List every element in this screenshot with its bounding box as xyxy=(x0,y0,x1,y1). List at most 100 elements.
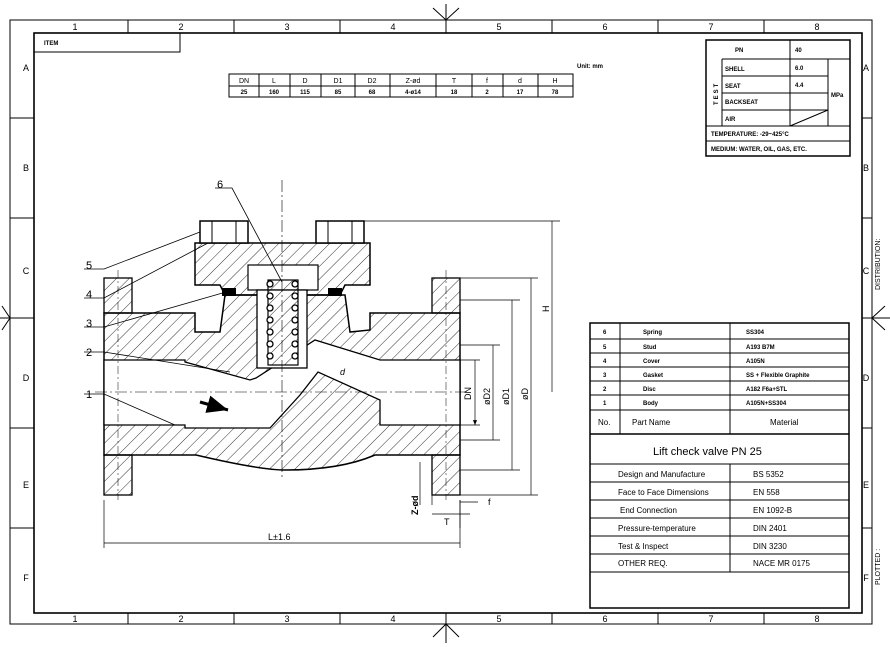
row-label: B xyxy=(23,163,29,173)
test-table-text: PN 40 SHELL 6.0 SEAT 4.4 BACKSEAT AIR MP… xyxy=(711,48,844,153)
part-material: A193 B7M xyxy=(746,345,775,351)
row-label: D xyxy=(23,373,30,383)
part-name: Cover xyxy=(643,359,661,365)
parts-list-text: 6 Spring SS304 5 Stud A193 B7M 4 Cover A… xyxy=(603,330,810,407)
callout-1: 1 xyxy=(86,389,92,401)
callout-4: 4 xyxy=(86,289,92,301)
row-label: D xyxy=(863,373,870,383)
dim-header: T xyxy=(452,78,457,85)
col-label: 2 xyxy=(178,614,183,624)
dimension-table-grid xyxy=(228,73,574,98)
standard-label: Pressure-temperature xyxy=(618,524,696,533)
inner-frame xyxy=(33,32,863,614)
standards-text: Design and Manufacture BS 5352 Face to F… xyxy=(618,470,810,568)
col-label: 3 xyxy=(284,614,289,624)
d-label: øD xyxy=(520,388,530,400)
test-row-value: 4.4 xyxy=(795,83,804,89)
dim-header: Z-ød xyxy=(406,78,421,85)
part-material: SS304 xyxy=(746,330,765,336)
col-label: 8 xyxy=(814,22,819,32)
standard-label: OTHER REQ. xyxy=(618,559,668,568)
spring xyxy=(266,280,299,360)
d2-label: øD2 xyxy=(482,388,492,405)
part-material: A105N xyxy=(746,359,765,365)
flow-arrow xyxy=(199,395,229,413)
dim-value: 115 xyxy=(300,90,310,96)
dim-value: 85 xyxy=(335,90,342,96)
test-row-name: SHELL xyxy=(725,67,745,73)
dim-header: d xyxy=(518,78,522,85)
dim-header: D xyxy=(302,78,307,85)
item-box xyxy=(34,33,181,53)
callout-2: 2 xyxy=(86,347,92,359)
row-label: F xyxy=(23,573,29,583)
d1-label: øD1 xyxy=(501,388,511,405)
l-label: L±1.6 xyxy=(268,532,290,542)
bore-d-label: d xyxy=(340,367,346,377)
dim-header: D2 xyxy=(368,78,377,85)
standard-label: Test & Inspect xyxy=(618,542,669,551)
callout-3: 3 xyxy=(86,318,92,330)
test-vertical-label: TEST xyxy=(714,82,720,105)
row-label: C xyxy=(863,266,870,276)
col-label: 5 xyxy=(496,614,501,624)
dimension-labels: DN øD2 øD1 øD H Z-ød f T L±1.6 d xyxy=(268,306,551,543)
test-table xyxy=(705,39,851,157)
col-label: 1 xyxy=(72,614,77,624)
distribution-label: DISTRIBUTION: xyxy=(875,239,882,290)
col-label: 4 xyxy=(390,614,395,624)
medium: MEDIUM: WATER, OIL, GAS, ETC. xyxy=(711,147,807,153)
callout-5: 5 xyxy=(86,260,92,272)
col-label: 4 xyxy=(390,22,395,32)
test-unit: MPa xyxy=(831,93,844,99)
part-no: 4 xyxy=(603,359,607,365)
dim-value: 68 xyxy=(369,90,376,96)
h-label: H xyxy=(541,306,551,313)
standard-value: EN 1092-B xyxy=(753,506,792,515)
standard-label: Design and Manufacture xyxy=(618,470,706,479)
row-label: F xyxy=(863,573,869,583)
stud-nut-right xyxy=(315,220,365,244)
dimension-table-values: 25 160 115 85 68 4-ø14 18 2 17 78 xyxy=(241,90,559,96)
dim-value: 17 xyxy=(517,90,524,96)
row-label: B xyxy=(863,163,869,173)
unit-label: Unit: mm xyxy=(577,64,603,70)
standard-value: BS 5352 xyxy=(753,470,784,479)
part-name: Body xyxy=(643,401,659,407)
part-no: 6 xyxy=(603,330,607,336)
col-label: 3 xyxy=(284,22,289,32)
part-material: A105N+SS304 xyxy=(746,401,787,407)
drawing-title: Lift check valve PN 25 xyxy=(653,446,762,458)
f-label: f xyxy=(488,497,491,507)
col-label: 6 xyxy=(602,614,607,624)
row-label: C xyxy=(23,266,30,276)
row-labels: A B C D E F A B C D E F xyxy=(23,63,870,583)
col-label: 7 xyxy=(708,22,713,32)
row-label: E xyxy=(23,480,29,490)
temperature: TEMPERATURE: -29~425°C xyxy=(711,132,789,138)
header-no: No. xyxy=(598,418,610,427)
callout-numbers: 1 2 3 4 5 6 xyxy=(86,179,223,401)
standard-value: DIN 2401 xyxy=(753,524,787,533)
row-label: A xyxy=(23,63,29,73)
col-label: 5 xyxy=(496,22,501,32)
dim-header: f xyxy=(486,78,488,85)
pn-value: 40 xyxy=(795,48,802,54)
dim-header: L xyxy=(272,78,276,85)
outer-frame xyxy=(9,19,873,625)
dim-header: D1 xyxy=(334,78,343,85)
col-label: 6 xyxy=(602,22,607,32)
row-label: E xyxy=(863,480,869,490)
test-row-name: BACKSEAT xyxy=(725,100,758,106)
part-no: 3 xyxy=(603,373,607,379)
dn-label: DN xyxy=(463,387,473,400)
test-row-value: 6.0 xyxy=(795,66,804,72)
header-name: Part Name xyxy=(632,418,671,427)
t-label: T xyxy=(444,517,450,527)
dim-value: 2 xyxy=(485,90,489,96)
stud-nut-left xyxy=(199,220,249,244)
dim-header: DN xyxy=(239,78,249,85)
zd-label: Z-ød xyxy=(410,496,420,516)
item-label: ITEM xyxy=(44,41,58,47)
